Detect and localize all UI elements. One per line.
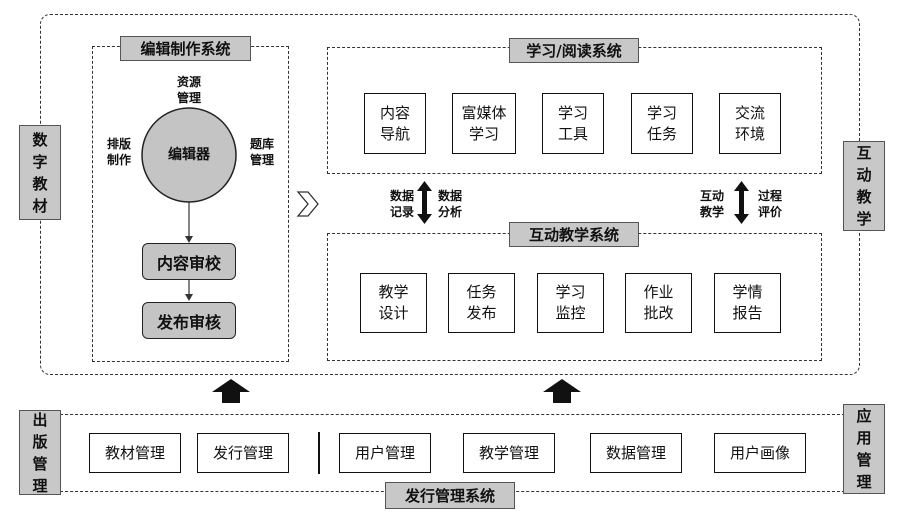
left-tag: 数字教材: [19, 125, 61, 220]
up-arrow-right-icon: [543, 379, 581, 403]
study-system-title: 学习/阅读系统: [509, 38, 639, 63]
interactive-item: 学情 报告: [714, 273, 781, 333]
interactive-item: 教学 设计: [360, 273, 427, 333]
double-arrow-left-icon: [417, 181, 432, 224]
bottom-item: 数据管理: [590, 433, 682, 473]
label-question-bank: 题库 管理: [249, 137, 274, 167]
flow-arrow-2: [185, 294, 193, 301]
label-data-analysis: 数据 分析: [437, 189, 462, 219]
study-item: 内容 导航: [364, 93, 426, 154]
study-item: 富媒体 学习: [452, 93, 516, 154]
label-layout-production: 排版 制作: [106, 137, 131, 167]
content-review-step: 内容审校: [142, 243, 236, 280]
bottom-item: 用户管理: [339, 433, 431, 473]
release-system-title: 发行管理系统: [385, 482, 515, 509]
interactive-item: 任务 发布: [448, 273, 515, 333]
up-arrow-left-icon: [212, 379, 250, 403]
label-data-record: 数据 记录: [389, 189, 414, 219]
interactive-system-title: 互动教学系统: [509, 222, 639, 247]
study-item: 学习 任务: [631, 93, 693, 154]
study-item: 学习 工具: [542, 93, 604, 154]
interactive-item: 作业 批改: [625, 273, 692, 333]
flow-arrow-1: [185, 236, 193, 243]
label-process-evaluation: 过程 评价: [757, 189, 782, 219]
publish-review-step: 发布审核: [142, 302, 236, 339]
bottom-item: 教学管理: [463, 433, 555, 473]
interactive-item: 学习 监控: [537, 273, 604, 333]
chevron-right-icon: [296, 191, 319, 217]
right-tag: 互动教学: [843, 141, 885, 231]
bottom-item: 用户画像: [714, 433, 806, 473]
application-management-tag: 应用管理: [843, 404, 885, 494]
study-item: 交流 环境: [719, 93, 781, 154]
bottom-item: 教材管理: [89, 433, 181, 473]
edit-system-title: 编辑制作系统: [120, 36, 251, 61]
label-resource-management: 资源 管理: [176, 75, 201, 105]
bottom-item: 发行管理: [197, 433, 289, 473]
editor-label: 编辑器: [168, 147, 210, 163]
double-arrow-right-icon: [734, 181, 749, 224]
label-interactive-teaching: 互动 教学: [699, 189, 724, 219]
publishing-management-tag: 出版管理: [19, 410, 61, 495]
